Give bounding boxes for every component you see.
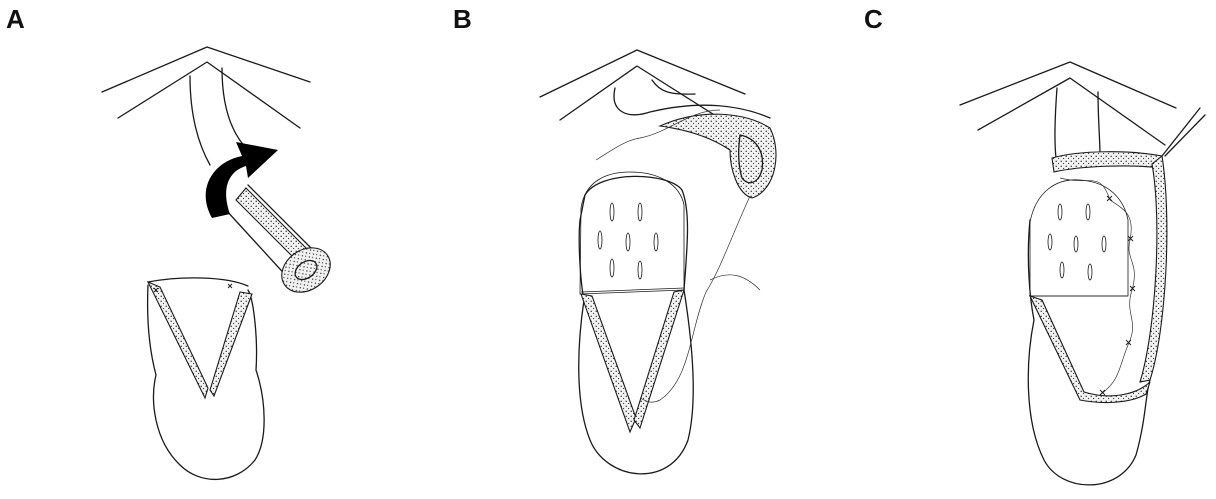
panel-c-drawing — [960, 62, 1205, 485]
panel-c-roof-outer — [960, 62, 1176, 108]
panel-a-drawing — [102, 47, 339, 479]
panel-c-incisions — [1048, 204, 1106, 280]
panel-b-graft-edge — [580, 172, 684, 294]
panel-a-roof-inner — [118, 62, 300, 128]
panel-b-defect-left-lining — [581, 294, 636, 432]
panel-a-pedicle — [190, 68, 248, 165]
panel-b-roof-outer — [540, 50, 745, 97]
panel-b-pedicle — [614, 80, 770, 118]
panel-a-roof-outer — [102, 47, 310, 92]
panel-a-defect-right-lining — [210, 292, 252, 396]
panel-c-flap-top — [1052, 152, 1162, 172]
panel-b-defect-right-lining — [634, 290, 684, 428]
panel-c-graft-edge — [1030, 180, 1128, 296]
panel-c-running-suture — [1060, 178, 1134, 395]
panel-c-recipient-outline — [1028, 220, 1150, 485]
panel-c-defect-lining — [1030, 296, 1150, 402]
panel-b-drawing — [540, 50, 776, 474]
panel-c-flap-right — [1140, 156, 1167, 382]
panel-a-flap-end — [273, 239, 339, 302]
panel-b-incisions — [598, 203, 658, 279]
panel-a-defect-left-lining — [148, 282, 208, 398]
panel-c-pedicle — [1055, 88, 1100, 158]
panel-c-roof-inner — [978, 78, 1165, 145]
panel-c-suture-knots — [1100, 196, 1135, 395]
panel-a-defect-top-edge — [148, 278, 248, 286]
